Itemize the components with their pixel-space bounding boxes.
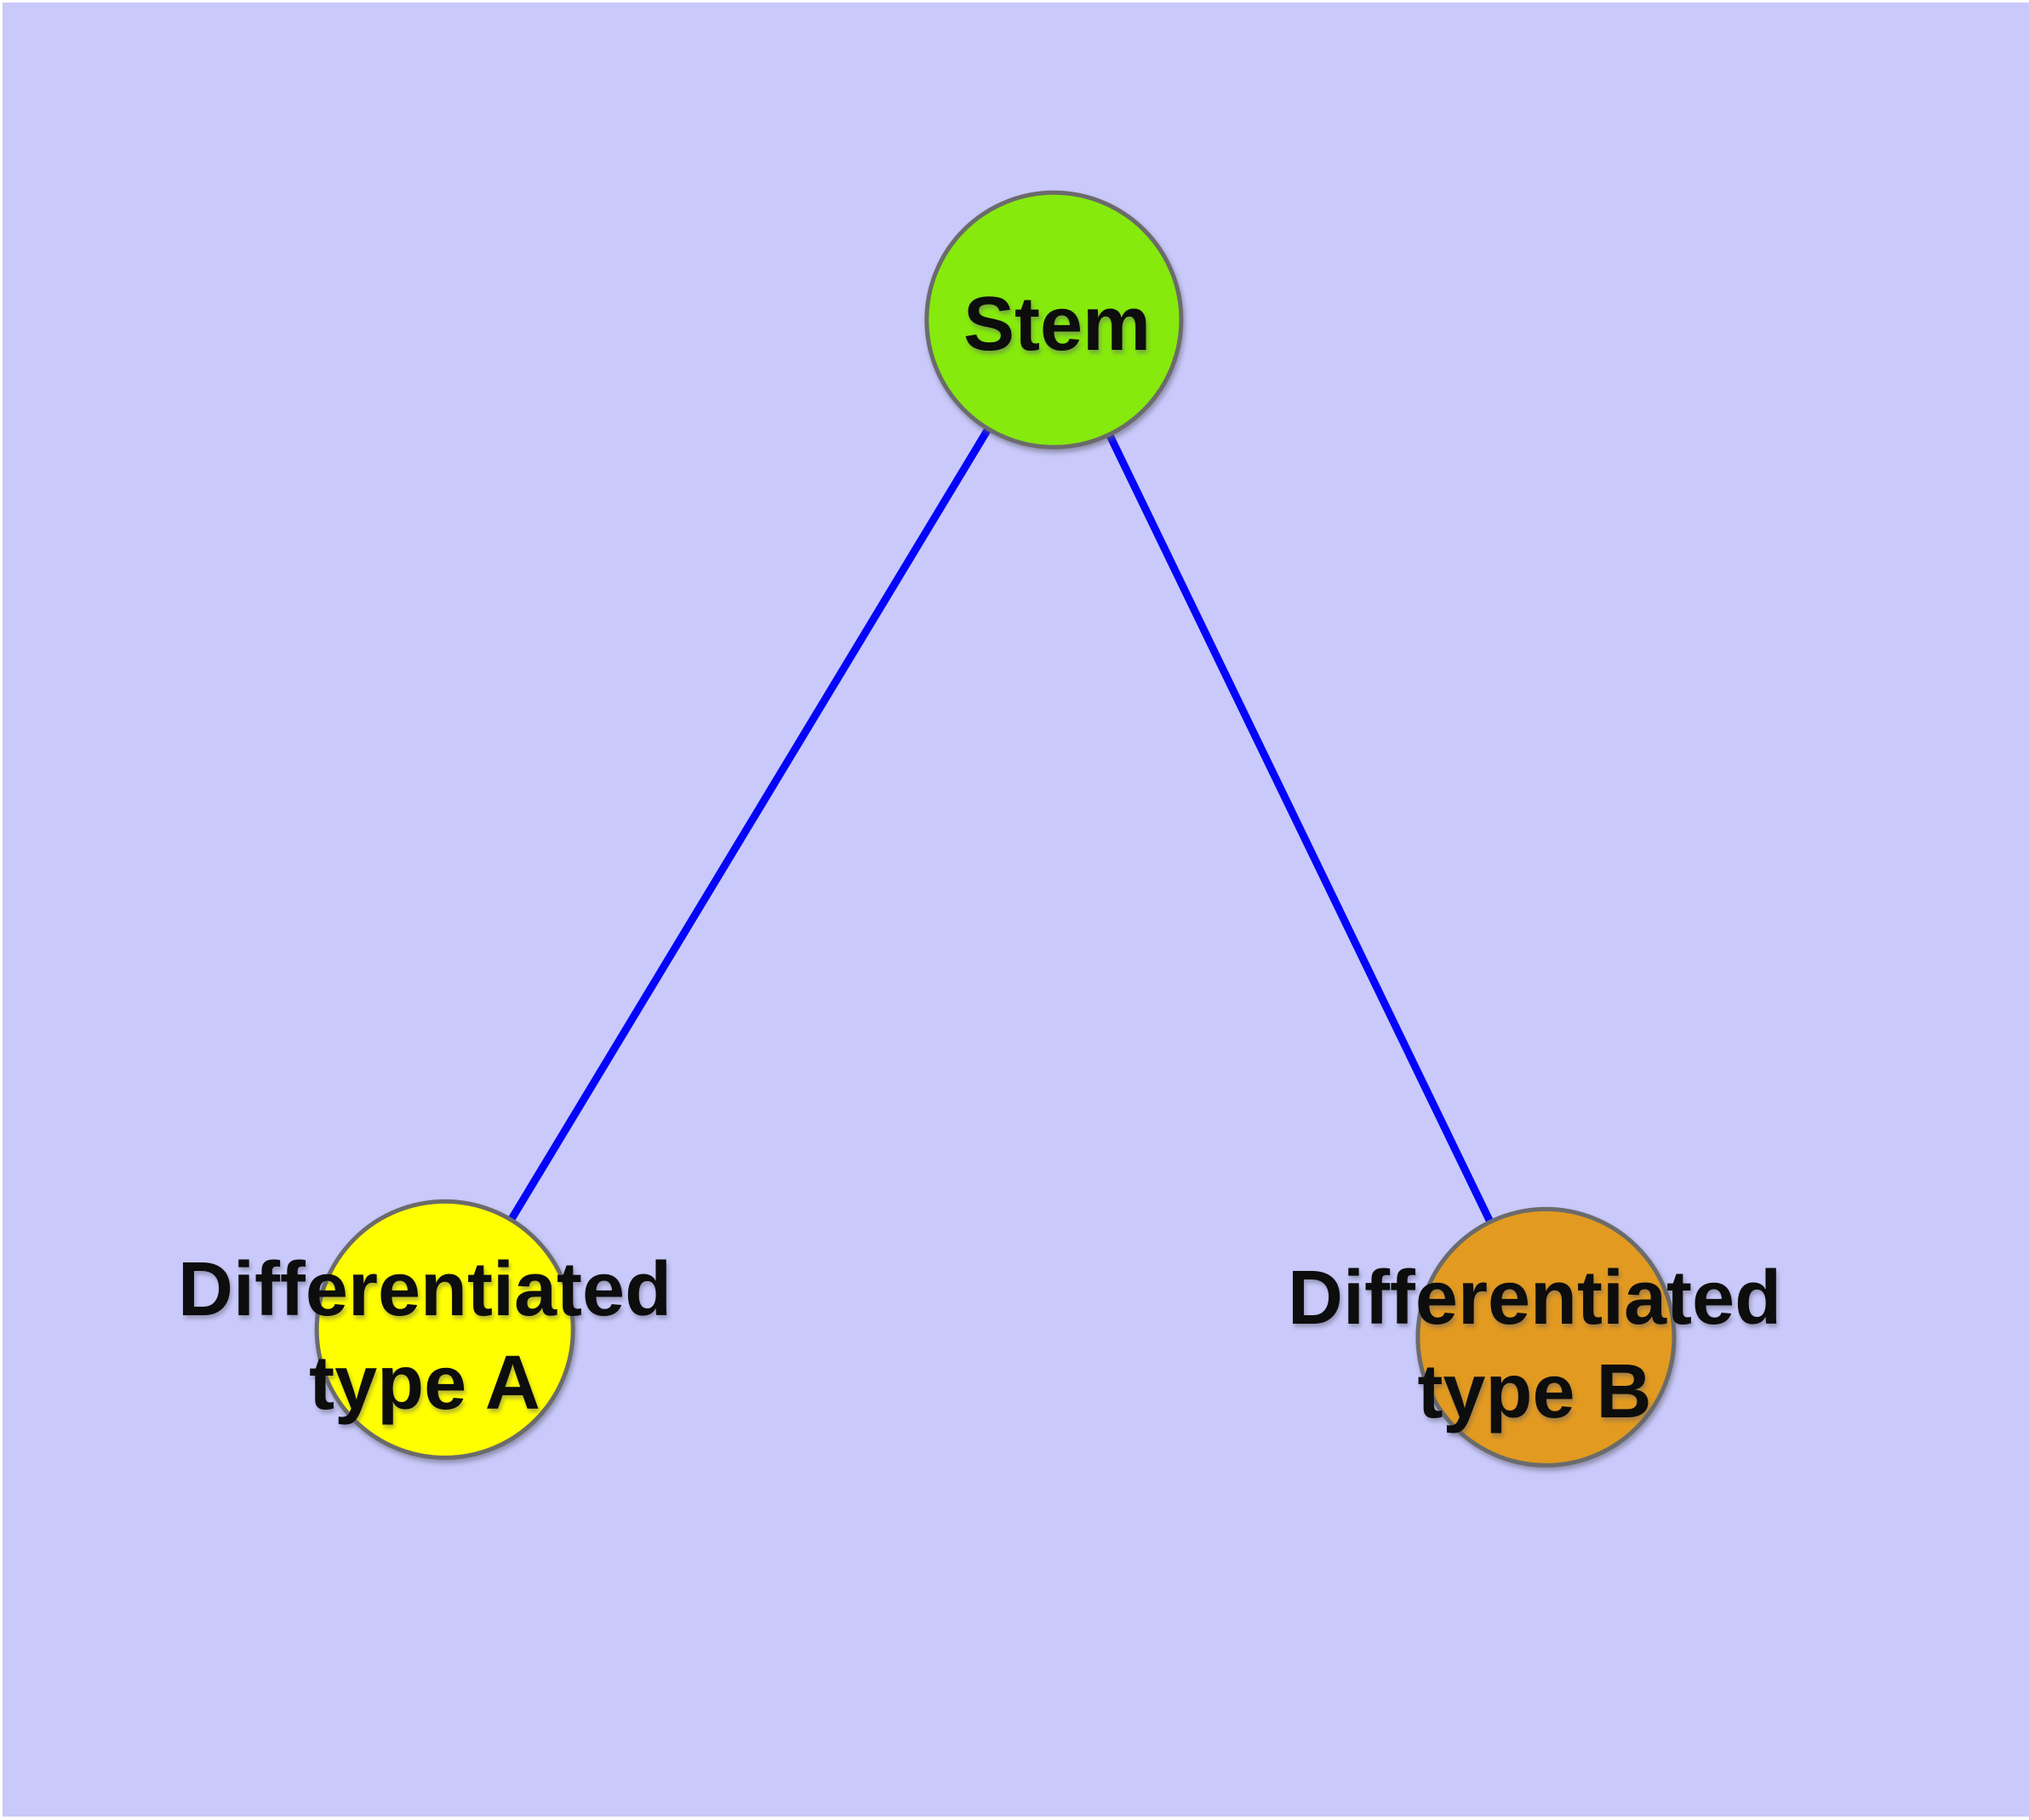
edge-stem-to-type-a [441, 318, 1058, 1332]
diagram-canvas: Stem Differentiated type A Differentiate… [3, 3, 2029, 1817]
node-stem-circle [924, 190, 1184, 449]
node-type-b-circle [1415, 1206, 1677, 1468]
graph-layer [314, 190, 1677, 1468]
edge-stem-to-type-b [1050, 318, 1550, 1339]
node-type-a-circle [314, 1199, 575, 1460]
